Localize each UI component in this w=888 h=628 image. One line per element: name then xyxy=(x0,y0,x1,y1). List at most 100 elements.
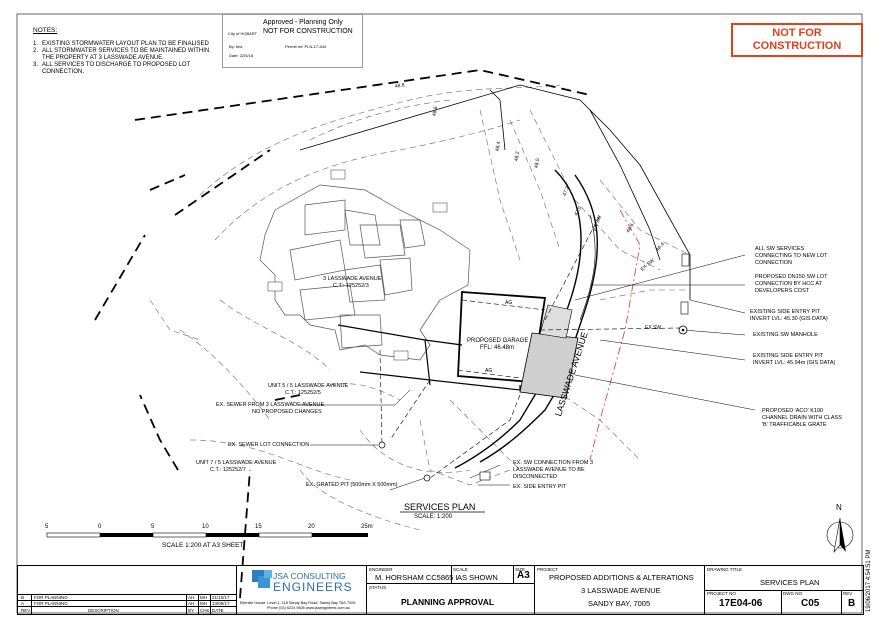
ex-sw-connection-label: DISCONNECTED xyxy=(513,474,558,480)
scale-tick: 25m xyxy=(361,524,373,530)
callout-sw-services: ALL SW SERVICES xyxy=(755,246,805,252)
callout-channel-drain: 'B' TRAFFICABLE GRATE xyxy=(762,422,827,428)
revision-date: 21/10/17 xyxy=(212,595,230,600)
callout-leaders xyxy=(300,254,756,491)
lot-title-ref: C.T.: 125252/3 xyxy=(333,283,369,289)
revision-chk: MH xyxy=(200,601,207,606)
note-text: EXISTING STORMWATER LAYOUT PLAN TO BE FI… xyxy=(42,41,209,47)
note-number: 1. xyxy=(33,41,39,47)
stamp-by: By: bris xyxy=(229,44,243,49)
callout-channel-drain: CHANNEL DRAIN WITH CLASS xyxy=(762,415,842,421)
company-name-2: ENGINEERS xyxy=(273,580,353,594)
property-boundaries xyxy=(94,69,591,599)
north-arrow xyxy=(826,517,854,554)
project-no: 17E04-06 xyxy=(719,598,763,609)
garage-label: PROPOSED GARAGE xyxy=(467,338,529,344)
site-boundary-solid xyxy=(299,84,691,300)
project-line: SANDY BAY, 7005 xyxy=(588,599,651,608)
note-number: 2. xyxy=(33,48,39,54)
warning-line-1: NOT FOR xyxy=(772,27,822,39)
scale-label: SCALE xyxy=(453,567,468,572)
stamp-date: Date: 22/5/18 xyxy=(229,53,254,58)
status-label: STATUS xyxy=(369,585,387,590)
dwg-no-label: DWG NO xyxy=(783,591,802,596)
revision-header: REV xyxy=(21,608,31,613)
ag-tag: AG xyxy=(505,300,513,306)
callout-side-entry-pit-2: INVERT LVL: 45.94m (GIS DATA) xyxy=(753,360,836,366)
callout-side-entry-pit-2: EXISTING SIDE ENTRY PIT xyxy=(753,353,824,359)
unit5-title-ref: C.T.: 125252/5 xyxy=(285,390,321,396)
north-label: N xyxy=(836,503,842,512)
jsa-logo-mark xyxy=(252,570,272,588)
planning-approval-stamp: City of HOBART Approved - Planning Only … xyxy=(222,14,363,68)
note-text: ALL STORMWATER SERVICES TO BE MAINTAINED… xyxy=(42,48,210,61)
revision-rev: B xyxy=(21,595,25,600)
status-value: PLANNING APPROVAL xyxy=(401,597,495,607)
revision-by: AH xyxy=(188,595,195,600)
company-block: JSA CONSULTING ENGINEERS Ellerslie House… xyxy=(236,566,367,614)
dwg-no: C05 xyxy=(801,598,820,609)
engineer-label: ENGINEER xyxy=(369,567,393,572)
note-text: ALL SERVICES TO DISCHARGE TO PROPOSED LO… xyxy=(42,62,191,75)
plan-title: SERVICES PLAN xyxy=(404,502,476,512)
revision-table: B FOR PLANNING AH MH 21/10/17 A FOR PLAN… xyxy=(18,566,236,614)
project-line: 3 LASSWADE AVENUE xyxy=(581,586,661,595)
sewer-lot-connection-symbol xyxy=(378,441,386,449)
scale-caption: SCALE 1:200 AT A3 SHEET xyxy=(162,542,244,549)
note-number: 3. xyxy=(33,62,39,68)
engineer-block: ENGINEER M. HORSHAM CC5865 I SCALE AS SH… xyxy=(366,566,535,614)
company-contact: Phone (03) 6224 9826 www.jsaengineers.co… xyxy=(267,606,350,610)
revision-desc: FOR PLANNING xyxy=(34,601,68,606)
scale-tick: 5 xyxy=(45,524,49,530)
notes-title: NOTES: xyxy=(33,27,58,34)
revision-rev: A xyxy=(21,601,25,606)
revision-header: CHK xyxy=(200,608,210,613)
ex-side-pit-label: EX. SIDE ENTRY PIT xyxy=(513,484,567,490)
callout-sw-services: CONNECTION xyxy=(755,260,792,266)
garage-ffl: FFL: 46.48m xyxy=(480,345,515,351)
plan-scale: SCALE: 1:200 xyxy=(414,514,453,520)
scale-tick: 10 xyxy=(202,524,209,530)
unit7-title-ref: C.T.: 125252/7 xyxy=(210,467,246,473)
revision-header: DESCRIPTION xyxy=(88,608,119,613)
scale-tick: 0 xyxy=(98,524,102,530)
revision-desc: FOR PLANNING xyxy=(34,595,68,600)
scale-tick: 15 xyxy=(255,524,262,530)
company-address: Ellerslie House, Level 1, 118 Sandy Bay … xyxy=(240,601,356,605)
stamp-line-2: NOT FOR CONSTRUCTION xyxy=(263,28,353,35)
stamp-line-1: Approved - Planning Only xyxy=(263,19,343,26)
drawing-info-block: DRAWING TITLE SERVICES PLAN PROJECT NO 1… xyxy=(704,566,864,614)
revision-header: BY xyxy=(188,608,195,613)
callout-sw-manhole: EXISTING SW MANHOLE xyxy=(753,332,818,338)
contour-lines xyxy=(149,84,691,531)
project-label: PROJECT xyxy=(537,567,559,572)
stamp-org: City of HOBART xyxy=(228,31,258,36)
company-name: JSA CONSULTING xyxy=(273,571,346,581)
stamp-permit: Permit ref: PLN-17-644 xyxy=(285,44,327,49)
service-lines xyxy=(379,214,681,479)
scale-tick: 20 xyxy=(308,524,315,530)
rev-label: REV xyxy=(843,591,853,596)
engineer-value: M. HORSHAM CC5865 I xyxy=(375,573,458,582)
size-value: A3 xyxy=(517,570,530,581)
rev-value: B xyxy=(848,598,856,609)
project-block: PROJECT PROPOSED ADDITIONS & ALTERATIONS… xyxy=(534,566,705,614)
sw-tag: EX SW xyxy=(645,325,662,331)
lot-label: 3 LASSWADE AVENUE xyxy=(323,276,382,282)
scale-tick: 5 xyxy=(151,524,155,530)
title-block: B FOR PLANNING AH MH 21/10/17 A FOR PLAN… xyxy=(17,565,864,615)
callout-lot-connection: CONNECTION BY HCC AT xyxy=(755,281,823,287)
plot-timestamp: 19/06/2017 4:54:51 PM xyxy=(866,549,872,612)
ex-sewer-note: NO PROPOSED CHANGES xyxy=(252,409,322,415)
project-line: PROPOSED ADDITIONS & ALTERATIONS xyxy=(549,573,694,582)
ex-sw-connection-label: LASSWADE AVENUE TO BE xyxy=(513,467,585,473)
not-for-construction-badge: NOT FOR CONSTRUCTION xyxy=(731,23,863,57)
ex-sewer-label: EX. SEWER FROM 3 LASSWADE AVENUE xyxy=(216,402,325,408)
project-no-label: PROJECT NO xyxy=(707,591,736,596)
ex-sw-connection-label: EX. SW CONNECTION FROM 3 xyxy=(513,460,594,466)
scale-bar-graphic xyxy=(46,532,368,538)
ex-grated-pit-label: EX. GRATED PIT (500mm X 500mm) xyxy=(306,482,398,488)
ag-tag: AG xyxy=(485,368,493,374)
callout-side-entry-pit: INVERT LVL: 45.30 (GIS DATA) xyxy=(750,316,828,322)
unit5-label: UNIT 5 / 5 LASSWADE AVENUE xyxy=(268,383,349,389)
